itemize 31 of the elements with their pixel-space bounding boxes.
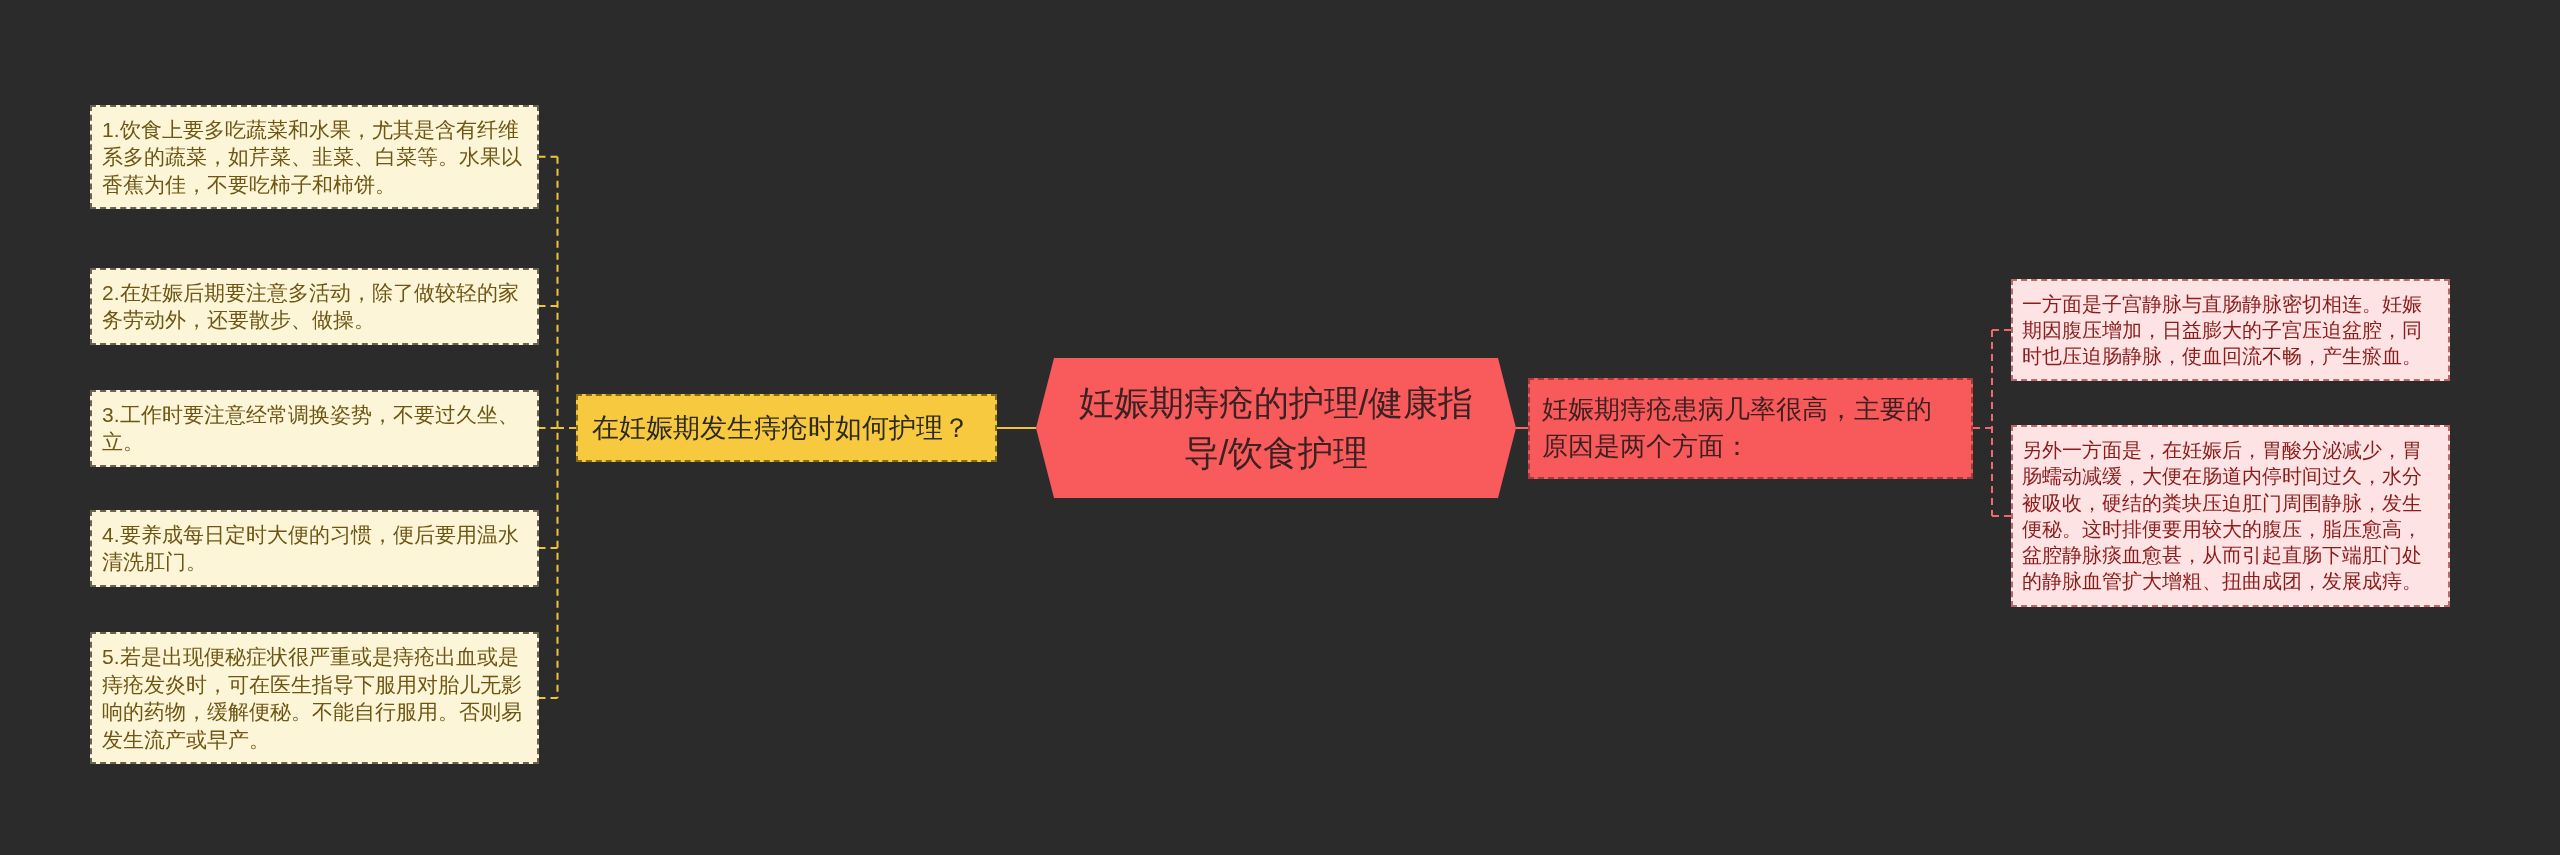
topic-title: 妊娠期痔疮的护理/健康指导/饮食护理 bbox=[1077, 382, 1475, 474]
note-card bbox=[2011, 425, 2450, 607]
note-text: 另外一方面是，在妊娠后，胃酸分泌减少，胃肠蠕动减缓，大便在肠道内停时间过久，水分被吸收，硬结的粪块压迫肛门周围静脉，发生便秘。这时排便要用较大的腹压，脂压愈高，盆腔静脉痰血愈甚，从而引起直肠下端肛门处的静脉血管扩大增粗、扭曲成团，发展成痔。 bbox=[2022, 438, 2423, 595]
branch-card bbox=[1528, 377, 1973, 479]
connector-line bbox=[538, 697, 559, 699]
note-card bbox=[90, 632, 539, 764]
note-text: 4.要养成每日定时大便的习惯，便后要用温水清洗肛门。 bbox=[102, 521, 520, 575]
note-text: 2.在妊娠后期要注意多活动，除了做较轻的家务劳动外，还要散步、做操。 bbox=[102, 279, 520, 333]
branch-card bbox=[576, 394, 997, 462]
connector-line bbox=[996, 427, 1037, 429]
note-text: 1.饮食上要多吃蔬菜和水果，尤其是含有纤维系多的蔬菜，如芹菜、韭菜、白菜等。水果以香蕉为佳，不要吃柿子和柿饼。 bbox=[102, 116, 523, 198]
connector-line bbox=[1515, 427, 1529, 429]
connector-line bbox=[538, 427, 559, 429]
connector-line bbox=[538, 547, 559, 549]
note-text: 3.工作时要注意经常调换姿势，不要过久坐、立。 bbox=[102, 401, 520, 455]
note-card bbox=[2011, 278, 2450, 382]
branch-text: 妊娠期痔疮患病几率很高，主要的原因是两个方面： bbox=[1542, 392, 1933, 463]
central-topic bbox=[1036, 358, 1516, 498]
note-card bbox=[90, 267, 539, 345]
connector-line bbox=[538, 155, 559, 158]
connector-line bbox=[556, 155, 577, 699]
connector-line bbox=[1991, 328, 2012, 331]
connector-line bbox=[1991, 514, 2012, 517]
connector-line bbox=[1972, 328, 1993, 517]
note-text: 5.若是出现便秘症状很严重或是痔疮出血或是痔疮发炎时，可在医生指导下服用对胎儿无影响的药物，缓解便秘。不能自行服用。否则易发生流产或早产。 bbox=[102, 644, 523, 753]
branch-text: 在妊娠期发生痔疮时如何护理？ bbox=[592, 412, 971, 445]
connector-line bbox=[538, 305, 559, 307]
note-text: 一方面是子宫静脉与直肠静脉密切相连。妊娠期因腹压增加，日益膨大的子宫压迫盆腔，同时也压迫肠静脉，使血回流不畅，产生瘀血。 bbox=[2022, 291, 2423, 370]
note-card bbox=[90, 509, 539, 587]
note-card bbox=[90, 104, 539, 209]
note-card bbox=[90, 389, 539, 467]
